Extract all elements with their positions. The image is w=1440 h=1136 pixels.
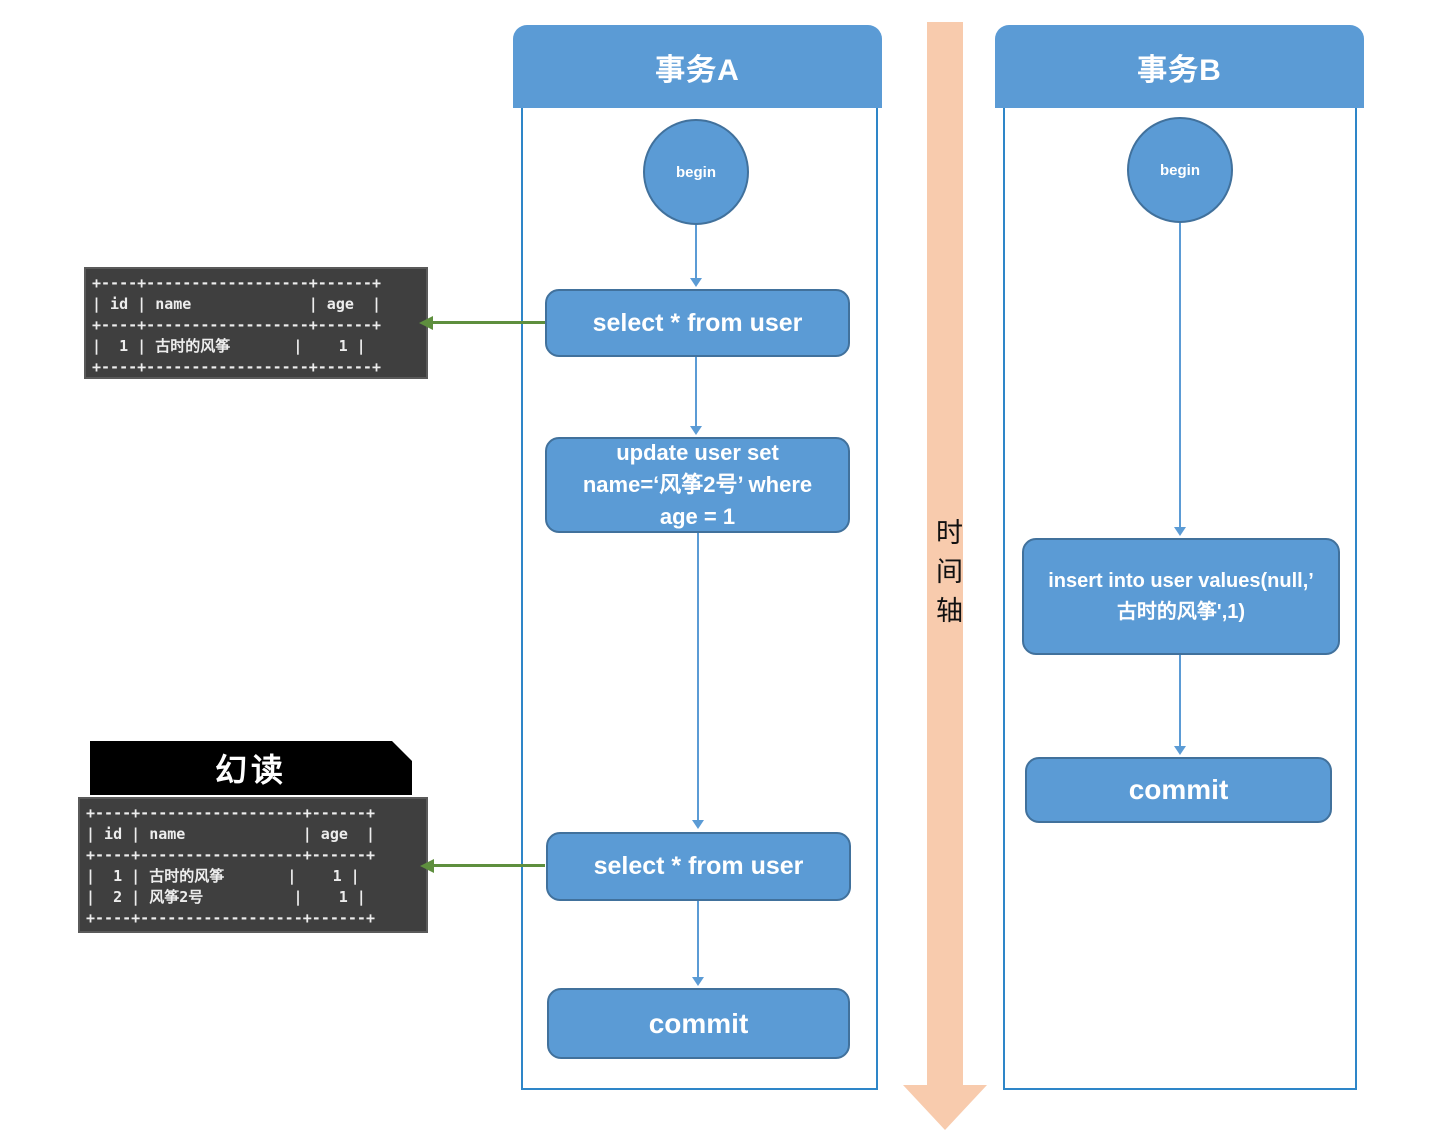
begin-node-b: begin [1127, 117, 1233, 223]
result-arrow-2 [433, 864, 545, 867]
select-box-2: select * from user [546, 832, 851, 901]
result-arrow-1 [432, 321, 545, 324]
phantom-read-label: 幻读 [90, 741, 412, 795]
transaction-a-lane [521, 108, 878, 1090]
flow-arrow-a-select2-to-commit [697, 901, 699, 978]
select-box-1: select * from user [545, 289, 850, 357]
flow-arrow-b-insert-to-commit [1179, 655, 1181, 747]
insert-box: insert into user values(null,’ 古时的风筝',1) [1022, 538, 1340, 655]
flow-arrow-a-update-to-select2 [697, 533, 699, 821]
transaction-a-header: 事务A [513, 25, 882, 108]
transaction-b-lane [1003, 108, 1357, 1090]
time-axis-bar [927, 22, 963, 1085]
transaction-b-header: 事务B [995, 25, 1364, 108]
flow-arrow-a-begin-to-select [695, 225, 697, 279]
time-axis-arrowhead-icon [903, 1085, 987, 1130]
time-axis-label: 时间轴 [932, 518, 962, 635]
commit-box-b: commit [1025, 757, 1332, 823]
flow-arrow-b-begin-to-insert [1179, 223, 1181, 528]
initial-query-result-table: +----+------------------+------+ | id | … [84, 267, 428, 379]
phantom-query-result-table: +----+------------------+------+ | id | … [78, 797, 428, 933]
commit-box-a: commit [547, 988, 850, 1059]
update-box: update user set name=‘风筝2号’ where age = … [545, 437, 850, 533]
flow-arrow-a-select-to-update [695, 357, 697, 427]
begin-node-a: begin [643, 119, 749, 225]
